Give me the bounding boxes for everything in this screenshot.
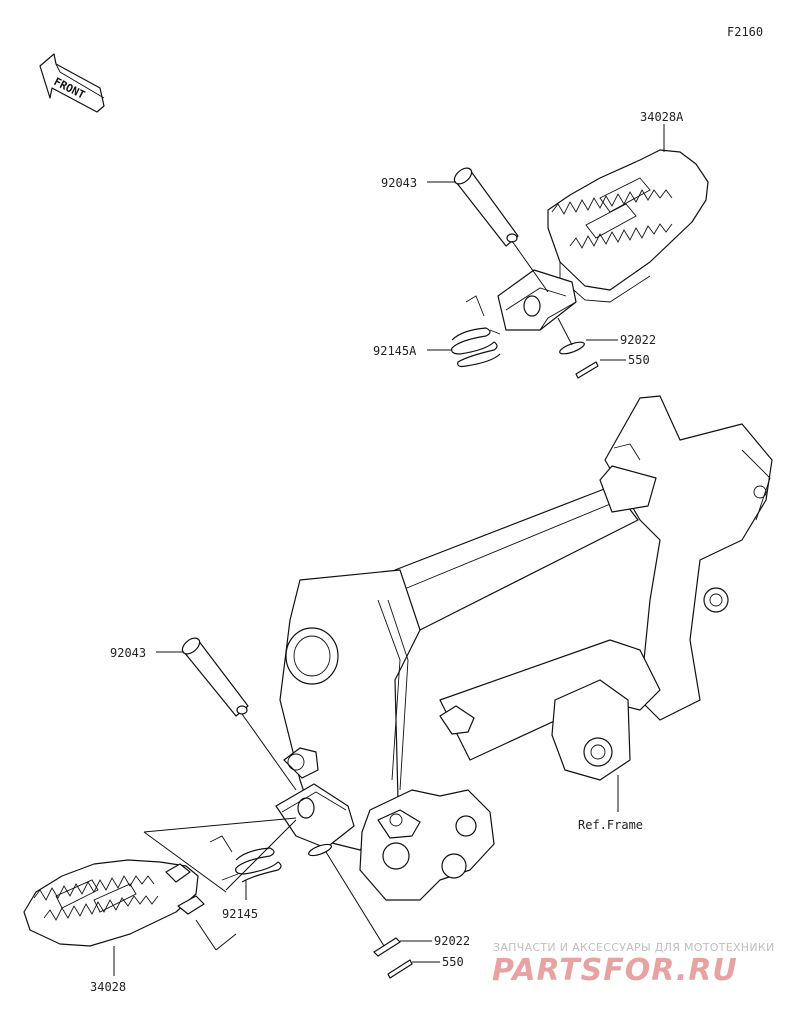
- label-92022-upper: 92022: [620, 333, 656, 347]
- label-550-upper: 550: [628, 353, 650, 367]
- spring-upper-92145A: [451, 295, 501, 368]
- label-92043-lower: 92043: [110, 646, 146, 660]
- washer-upper-92022: [559, 341, 585, 355]
- watermark-tagline: ЗАПЧАСТИ И АКСЕССУАРЫ ДЛЯ МОТОТЕХНИКИ: [493, 941, 775, 954]
- lower-callouts: 92043 92145 34028 92022 550: [90, 646, 470, 994]
- label-92022-lower: 92022: [434, 934, 470, 948]
- cotter-pin-upper-550: [575, 361, 599, 379]
- label-550-lower: 550: [442, 955, 464, 969]
- label-92145A: 92145A: [373, 344, 417, 358]
- footpeg-right-34028A: [497, 149, 709, 331]
- footpeg-left-34028: [23, 859, 205, 947]
- footpeg-mount-lower: [275, 783, 355, 857]
- clevis-pin-lower-92043: [181, 637, 297, 791]
- label-92145: 92145: [222, 907, 258, 921]
- washer-lower-92022: [373, 937, 401, 957]
- clevis-pin-upper-92043: [453, 167, 549, 293]
- watermark: ЗАПЧАСТИ И АКСЕССУАРЫ ДЛЯ МОТОТЕХНИКИ PA…: [492, 941, 775, 988]
- label-34028A: 34028A: [640, 110, 684, 124]
- watermark-brand: PARTSFOR.RU: [492, 953, 738, 988]
- cotter-pin-lower-550: [387, 959, 413, 979]
- label-34028: 34028: [90, 980, 126, 994]
- upper-footpeg-assembly: [451, 149, 709, 379]
- label-92043-upper: 92043: [381, 176, 417, 190]
- lower-footpeg-assembly: [23, 637, 413, 979]
- figure-code: F2160: [727, 25, 763, 39]
- upper-callouts: 92043 34028A 92145A 92022 550: [373, 110, 684, 367]
- spring-lower-92145: [209, 835, 282, 883]
- motorcycle-frame: [279, 395, 773, 901]
- front-direction-badge: FRONT: [39, 53, 105, 113]
- label-ref-frame: Ref.Frame: [578, 818, 643, 832]
